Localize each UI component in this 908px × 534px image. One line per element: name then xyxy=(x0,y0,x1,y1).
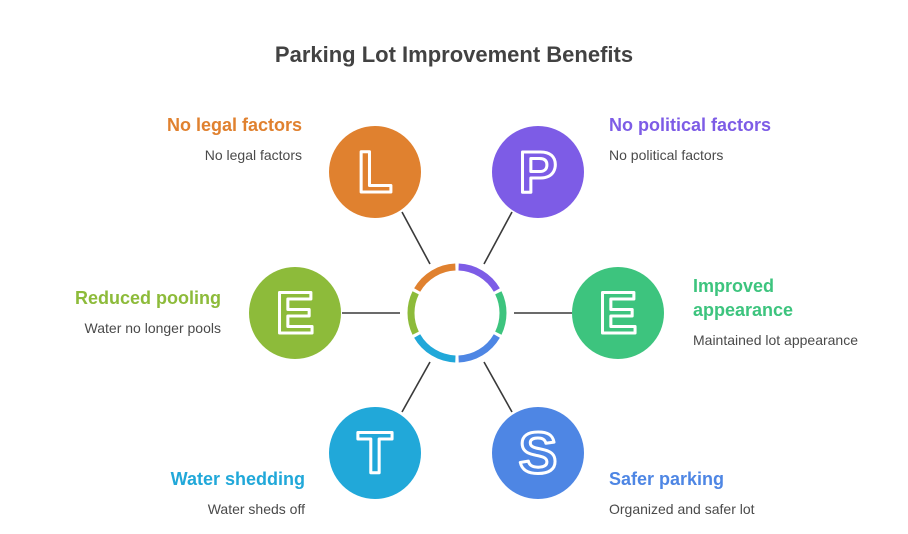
connector-s xyxy=(483,361,513,413)
ring-segment-safer xyxy=(458,334,500,363)
center-ring xyxy=(407,263,507,363)
circle-water-shedding: T xyxy=(329,407,421,499)
connector-l xyxy=(401,211,431,265)
label-water-shedding: Water shedding Water sheds off xyxy=(45,467,305,519)
ring-segment-political xyxy=(458,263,500,292)
heading-water-shedding: Water shedding xyxy=(170,469,305,489)
circle-fill xyxy=(249,267,341,359)
circle-fill xyxy=(492,126,584,218)
heading-appearance: Improved appearance xyxy=(693,276,794,320)
ring-segment-appearance xyxy=(495,291,507,335)
circle-fill xyxy=(492,407,584,499)
label-pooling: Reduced pooling Water no longer pools xyxy=(0,286,221,338)
description-pooling: Water no longer pools xyxy=(84,320,221,336)
circle-fill xyxy=(329,407,421,499)
circle-fill xyxy=(572,267,664,359)
circle-letter: L xyxy=(357,140,392,205)
circle-letter: E xyxy=(599,281,638,346)
ring-segment-pooling xyxy=(407,291,419,335)
heading-pooling: Reduced pooling xyxy=(75,288,221,308)
page-title: Parking Lot Improvement Benefits xyxy=(274,42,634,67)
circle-political: P xyxy=(492,126,584,218)
circle-fill xyxy=(329,126,421,218)
label-legal: No legal factors No legal factors xyxy=(42,113,302,165)
circle-letter: T xyxy=(357,421,392,486)
description-water-shedding: Water sheds off xyxy=(207,501,305,517)
ring-segment-legal xyxy=(414,263,456,292)
circle-appearance: E xyxy=(572,267,664,359)
ring-segment-water-shedding xyxy=(414,334,456,363)
connector-lines xyxy=(342,211,572,413)
circle-letter: P xyxy=(519,140,558,205)
letter-circles: L P E S T E xyxy=(249,126,664,499)
heading-safer: Safer parking xyxy=(609,469,725,489)
description-safer: Organized and safer lot xyxy=(609,501,755,517)
circle-letter: S xyxy=(519,421,558,486)
circle-legal: L xyxy=(329,126,421,218)
label-appearance: Improved appearance Maintained lot appea… xyxy=(693,274,893,350)
circle-letter: E xyxy=(276,281,315,346)
heading-political: No political factors xyxy=(609,115,772,135)
connector-t xyxy=(401,361,431,413)
label-safer: Safer parking Organized and safer lot xyxy=(609,467,869,519)
description-political: No political factors xyxy=(609,147,724,163)
circle-pooling: E xyxy=(249,267,341,359)
connector-p xyxy=(483,211,513,265)
description-legal: No legal factors xyxy=(204,147,302,163)
circle-safer: S xyxy=(492,407,584,499)
heading-legal: No legal factors xyxy=(166,115,302,135)
description-appearance: Maintained lot appearance xyxy=(693,332,859,348)
label-political: No political factors No political factor… xyxy=(609,113,869,165)
